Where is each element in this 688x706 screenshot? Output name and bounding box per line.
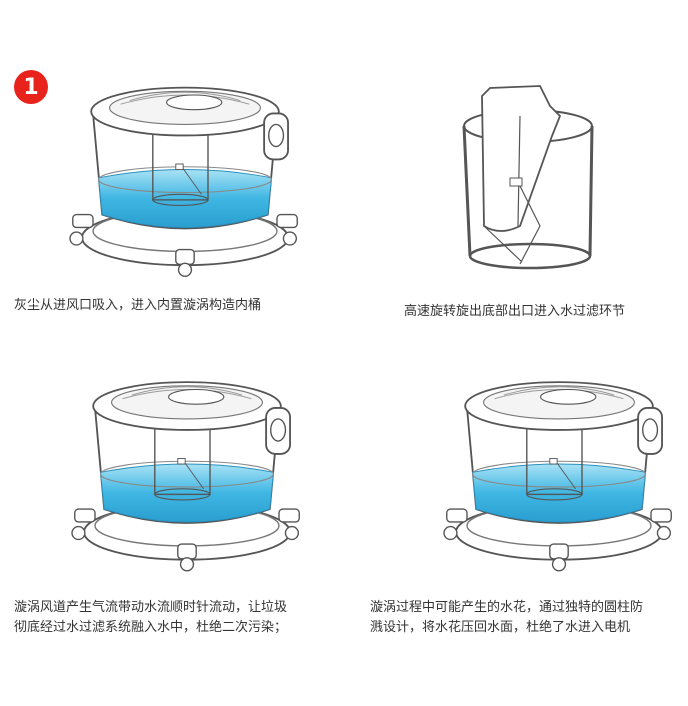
caption-panel1: 灰尘从进风口吸入，进入内置漩涡构造内桶 [14, 298, 262, 313]
caption-panel4: 漩涡过程中可能产生的水花，通过独特的圆柱防 溅设计，将水花压回水面，杜绝了水进入… [370, 598, 643, 638]
vacuum-illustration-splash-guard [443, 381, 673, 572]
vacuum-illustration-intake [69, 86, 299, 278]
vacuum-illustration-water-flow [71, 381, 301, 572]
step-badge: 1 [14, 70, 48, 104]
caption-panel4-line2: 溅设计，将水花压回水面，杜绝了水进入电机 [370, 620, 631, 635]
caption-panel3: 漩涡风道产生气流带动水流顺时针流动，让垃圾 彻底经过水过滤系统融入水中，杜绝二次… [14, 598, 287, 638]
caption-panel4-line1: 漩涡过程中可能产生的水花，通过独特的圆柱防 [370, 600, 644, 615]
caption-panel3-line2: 彻底经过水过滤系统融入水中，杜绝二次污染； [14, 620, 288, 635]
cylinder-illustration [462, 85, 594, 270]
caption-panel2: 高速旋转旋出底部出口进入水过滤环节 [404, 304, 626, 319]
caption-panel3-line1: 漩涡风道产生气流带动水流顺时针流动，让垃圾 [14, 600, 288, 615]
